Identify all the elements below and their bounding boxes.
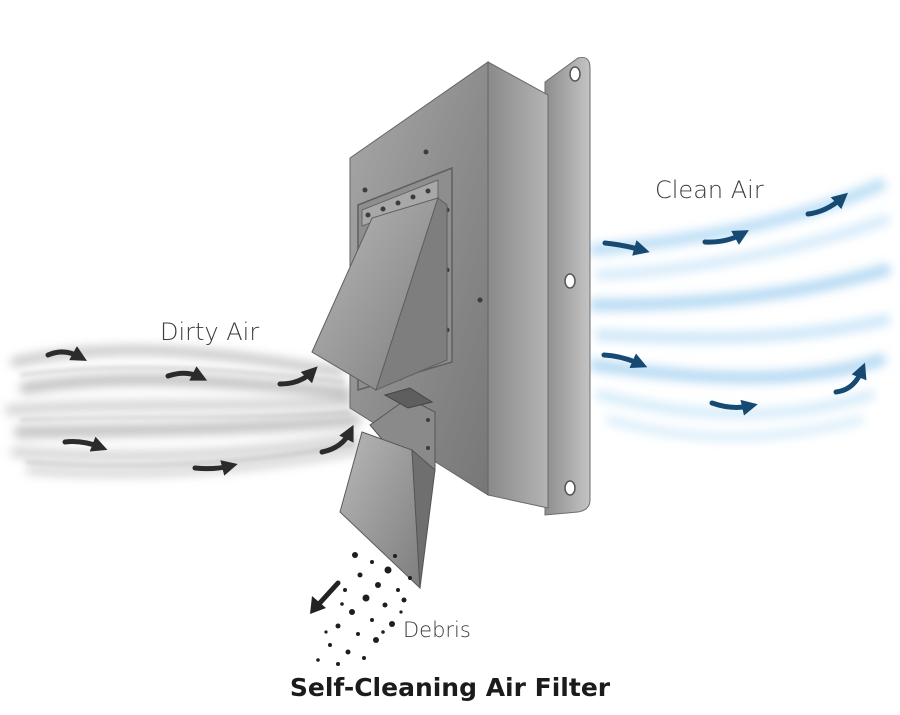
clean-air-stream [589, 179, 891, 441]
filter-unit [311, 57, 591, 590]
curved-arrow-icon [601, 352, 648, 369]
curved-arrow-icon [702, 230, 749, 245]
curved-arrow-icon [165, 366, 208, 381]
flange-hole [564, 480, 576, 496]
clean-air-label: Clean Air [655, 176, 764, 204]
debris-label: Debris [403, 618, 471, 642]
curved-arrow-icon [319, 424, 354, 455]
curved-arrow-icon [805, 192, 849, 217]
flange-hole [569, 66, 581, 82]
curved-arrow-icon [62, 436, 108, 452]
diagram-title: Self-Cleaning Air Filter [289, 673, 611, 702]
curved-arrow-icon [709, 399, 758, 416]
curved-arrow-icon [192, 460, 238, 476]
dirty-air-arrows [45, 346, 354, 476]
curved-arrow-icon [277, 366, 318, 387]
flange-hole [564, 273, 576, 289]
dirty-air-label: Dirty Air [160, 318, 260, 346]
diagonal-arrow-icon [315, 580, 341, 608]
curved-arrow-icon [602, 240, 650, 256]
curved-arrow-icon [45, 346, 87, 361]
curved-arrow-icon [833, 362, 867, 395]
clean-air-arrows [601, 192, 867, 416]
debris-particles [316, 552, 412, 666]
debris-arrow [310, 580, 341, 614]
